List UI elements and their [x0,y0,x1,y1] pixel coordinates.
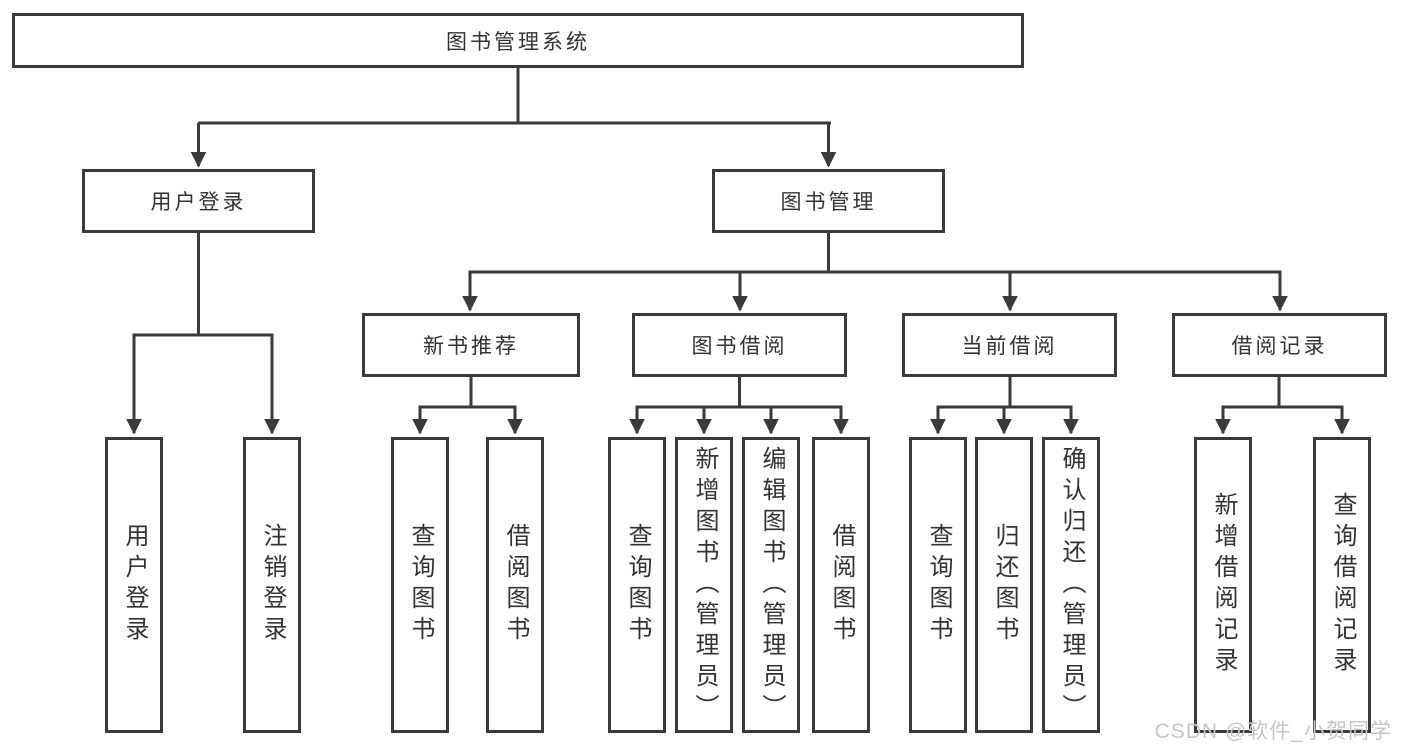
leaf-add-borrow-record-label: 新增借阅记录 [1210,492,1237,678]
leaf-borrow-book: 借阅图书 [812,437,870,733]
leaf-return-book-label: 归还图书 [991,523,1018,647]
leaf-borrow-book-label: 借阅图书 [828,523,855,647]
node-current-borrow-label: 当前借阅 [961,335,1058,358]
node-book-borrow-label: 图书借阅 [691,335,788,358]
leaf-user-login-label: 用户登录 [121,523,148,647]
leaf-edit-book-admin: 编辑图书（管理员） [742,437,800,733]
leaf-recommend-query-book-label: 查询图书 [407,523,434,647]
leaf-query-borrow-record: 查询借阅记录 [1313,437,1371,733]
csdn-watermark: CSDN @软件_小贺同学 [1154,720,1392,743]
leaf-add-book-admin-label: 新增图书（管理员） [691,445,718,725]
node-borrow-record: 借阅记录 [1172,313,1387,377]
node-new-book-recommend: 新书推荐 [362,313,580,377]
leaf-borrow-query-book: 查询图书 [608,437,666,733]
leaf-logout-label: 注销登录 [259,523,286,647]
node-book-management-label: 图书管理 [780,191,877,214]
leaf-recommend-borrow-book: 借阅图书 [486,437,544,733]
node-new-book-recommend-label: 新书推荐 [423,335,519,358]
leaf-query-borrow-record-label: 查询借阅记录 [1329,492,1356,678]
node-user-login: 用户登录 [82,169,315,233]
leaf-current-query-book: 查询图书 [909,437,967,733]
leaf-edit-book-admin-label: 编辑图书（管理员） [758,445,785,725]
leaf-return-book: 归还图书 [975,437,1033,733]
node-borrow-record-label: 借阅记录 [1231,335,1328,358]
leaf-logout: 注销登录 [243,437,301,733]
leaf-recommend-query-book: 查询图书 [391,437,449,733]
leaf-confirm-return-admin: 确认归还（管理员） [1042,437,1100,733]
node-user-login-label: 用户登录 [150,191,247,214]
node-book-management: 图书管理 [712,169,945,233]
leaf-add-book-admin: 新增图书（管理员） [675,437,733,733]
leaf-add-borrow-record: 新增借阅记录 [1194,437,1252,733]
leaf-recommend-borrow-book-label: 借阅图书 [502,523,529,647]
node-book-borrow: 图书借阅 [632,313,847,377]
leaf-current-query-book-label: 查询图书 [925,523,952,647]
node-root-label: 图书管理系统 [446,30,590,54]
leaf-borrow-query-book-label: 查询图书 [624,523,651,647]
node-root: 图书管理系统 [12,13,1024,68]
leaf-user-login: 用户登录 [105,437,163,733]
node-current-borrow: 当前借阅 [902,313,1117,377]
leaf-confirm-return-admin-label: 确认归还（管理员） [1058,445,1085,725]
